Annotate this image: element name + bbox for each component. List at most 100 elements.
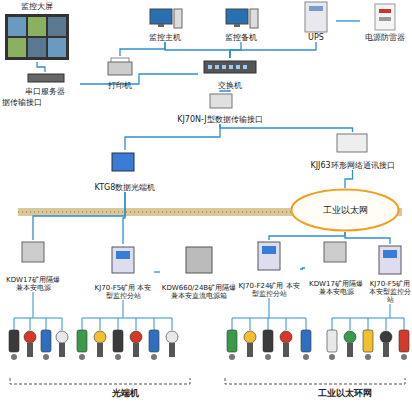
network-cable: [33, 192, 125, 240]
surge-protector: [375, 4, 395, 30]
optical-terminal: [112, 153, 134, 171]
sensor-wire: [286, 318, 287, 330]
ups-cabinet: [305, 2, 327, 32]
network-ellipse: 工业以太网: [290, 188, 400, 232]
sensor-wire: [350, 318, 351, 330]
power-node: KDW660/24B矿用隔爆 兼本安直流电源箱: [160, 244, 238, 300]
sensor-wire: [46, 318, 47, 330]
sensor-icon: [283, 343, 289, 357]
monitor-wall: [48, 38, 66, 57]
monitor-wall: [28, 17, 46, 36]
network-cable: [269, 232, 345, 240]
sensor-icon: [43, 354, 49, 360]
sensor-wire: [82, 318, 83, 330]
sensor-icon: [59, 343, 65, 357]
sensor-icon: [329, 354, 335, 360]
device-label: 电源防雷器: [365, 33, 405, 42]
protector-node: 电源防雷器: [360, 0, 410, 42]
printer-node: 打印机: [98, 56, 142, 90]
monitor-wall: [8, 38, 26, 57]
switch-icon: [208, 65, 212, 69]
ellipse-outline: [292, 190, 399, 231]
device-label: 监控大屏: [21, 2, 53, 11]
computer-icon: [150, 9, 172, 24]
sensor-icon: [56, 331, 68, 343]
power-box: [324, 242, 346, 262]
monitor-wall: [48, 17, 66, 36]
sensor-wire: [368, 318, 369, 330]
sensor-wire: [268, 318, 269, 330]
sensor-wire: [136, 318, 137, 330]
power-node: KDW17矿用隔爆 兼本安电源: [305, 240, 367, 296]
sensor-wire: [332, 318, 333, 330]
power-box: [22, 242, 44, 262]
computer-icon: [174, 9, 182, 28]
network-cable: [220, 90, 230, 92]
substation-icon: [116, 251, 130, 259]
device-label: KJ70N-J型数据传输接口: [177, 115, 262, 124]
sensor-icon: [166, 331, 178, 343]
substation-icon: [383, 250, 397, 258]
computer-icon: [150, 9, 258, 28]
switch-node: 交换机: [198, 58, 262, 90]
device-label: KDW17矿用隔爆 兼本安电源: [2, 276, 64, 292]
sensor-icon: [327, 330, 337, 352]
computer-icon: [158, 24, 164, 27]
optical-terminal: [112, 153, 134, 171]
device-label: 交换机: [218, 81, 242, 90]
group-label: 工业以太环网: [318, 388, 372, 398]
switch-icon: [204, 61, 256, 73]
power-box: [22, 242, 346, 273]
network-cable: [220, 124, 353, 132]
sensor-icon: [115, 354, 121, 360]
substation-node: KJ70-F5矿用 本安型监控分站: [92, 244, 154, 300]
computer-icon: [250, 9, 258, 28]
sensor-icon: [303, 354, 309, 360]
sensor-wire: [404, 318, 405, 330]
sensor-icon: [27, 343, 33, 357]
surge-protector: [379, 17, 391, 21]
surge-protector: [375, 4, 395, 30]
sensor-wire: [332, 304, 404, 318]
switch-icon: [215, 65, 219, 69]
monitor-wall: [5, 14, 69, 60]
network-cable: [80, 74, 198, 84]
sensor-icon: [130, 331, 142, 343]
optical-node: KTG8数据光端机: [85, 150, 165, 192]
sensor-icon: [380, 331, 392, 343]
sensor-icon: [280, 331, 292, 343]
device-label: KDW660/24B矿用隔爆 兼本安直流电源箱: [160, 284, 238, 300]
ups-node: UPS: [296, 0, 336, 42]
sensor-icon: [265, 354, 271, 360]
switch-icon: [236, 65, 240, 69]
power-box: [186, 247, 212, 273]
device-label: 串口服务器: [25, 87, 65, 96]
server-node: 串口服务器: [10, 72, 80, 96]
switch-icon: [204, 61, 256, 73]
device-label: KTG8数据光端机: [95, 183, 156, 192]
group-bracket: [225, 378, 405, 384]
device-label: UPS: [308, 33, 324, 42]
device-label: KJ70-F24矿用 本安型监控分站: [238, 282, 300, 298]
sensor-icon: [229, 354, 235, 360]
monitor-wall: [8, 17, 26, 36]
sensor-wire: [306, 318, 307, 330]
interface-box: [337, 134, 367, 152]
sensor-icon: [247, 343, 253, 357]
network-cable: [37, 62, 45, 72]
sensor-icon: [347, 343, 353, 357]
substation-icon: [112, 242, 401, 274]
network-cable: [336, 20, 360, 21]
sensor-icon: [151, 354, 157, 360]
sensor-icon: [401, 354, 407, 360]
sensor-icon: [41, 330, 51, 352]
monitor-wall: [28, 38, 46, 57]
sensor-icon: [11, 354, 17, 360]
sensor-wire: [14, 292, 62, 318]
sensor-icon: [263, 330, 273, 352]
sensor-icon: [97, 343, 103, 357]
ups-cabinet: [305, 2, 327, 32]
network-cable: [345, 170, 353, 188]
sensor-icon: [149, 330, 159, 352]
